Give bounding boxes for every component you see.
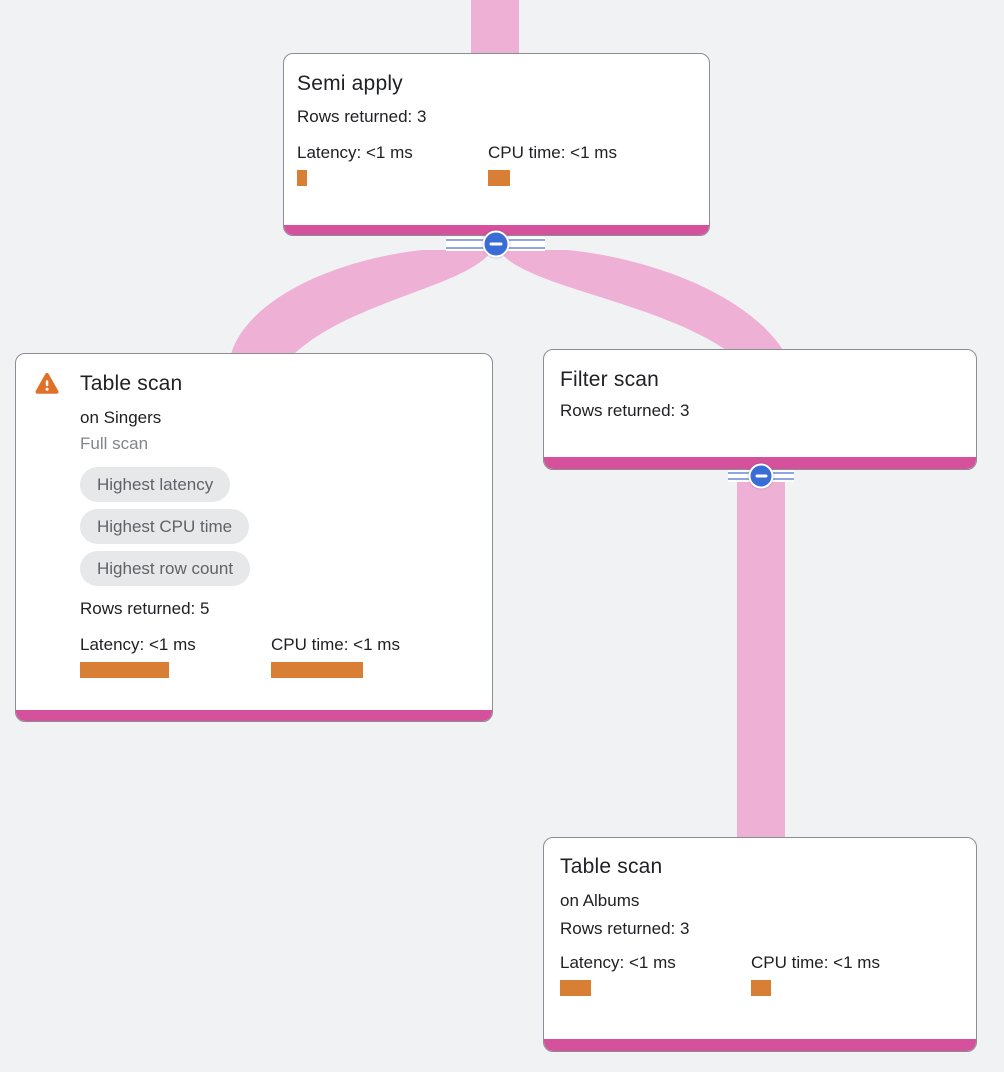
cpu-metric: CPU time: <1 ms	[751, 951, 942, 996]
latency-bar	[560, 980, 591, 996]
node-accent-bar	[544, 1039, 976, 1051]
cpu-time-bar	[488, 170, 510, 186]
edge-semi-apply-to-filter-scan	[499, 250, 783, 350]
latency-bar	[297, 170, 307, 186]
node-accent-bar	[544, 457, 976, 469]
scan-target: on Albums	[560, 891, 640, 910]
metrics-row: Latency: <1 ms CPU time: <1 ms	[297, 141, 693, 186]
node-body: on Singers Full scan Highest latency Hig…	[80, 405, 476, 678]
node-table-scan-albums[interactable]: Table scan on Albums Rows returned: 3 La…	[543, 837, 977, 1052]
scan-target: on Singers	[80, 408, 162, 427]
cpu-time-bar	[271, 662, 363, 678]
latency-metric: Latency: <1 ms	[560, 951, 751, 996]
node-accent-bar	[16, 710, 492, 721]
metrics-row: Latency: <1 ms CPU time: <1 ms	[80, 633, 476, 678]
node-title: Semi apply	[297, 72, 403, 95]
warning-icon	[35, 373, 59, 394]
rows-returned: Rows returned: 3	[560, 919, 690, 938]
node-filter-scan[interactable]: Filter scan Rows returned: 3	[543, 349, 977, 470]
badge-highest-row-count: Highest row count	[80, 551, 251, 586]
node-title: Filter scan	[560, 368, 660, 391]
metrics-row: Latency: <1 ms CPU time: <1 ms	[560, 951, 960, 996]
cpu-time-label: CPU time: <1 ms	[488, 143, 617, 162]
latency-label: Latency: <1 ms	[560, 953, 676, 972]
collapse-minus-icon[interactable]	[482, 230, 509, 258]
cpu-time-label: CPU time: <1 ms	[751, 953, 880, 972]
node-accent-bar	[284, 225, 709, 235]
cpu-time-label: CPU time: <1 ms	[271, 635, 400, 654]
cpu-metric: CPU time: <1 ms	[271, 633, 462, 678]
rows-returned: Rows returned: 3	[297, 107, 427, 126]
node-title: Table scan	[560, 855, 663, 878]
latency-label: Latency: <1 ms	[297, 143, 413, 162]
edge-semi-apply-to-table-scan-singers	[231, 250, 492, 354]
node-semi-apply[interactable]: Semi apply Rows returned: 3 Latency: <1 …	[283, 53, 710, 236]
node-table-scan-singers[interactable]: Table scan on Singers Full scan Highest …	[15, 353, 493, 722]
collapse-minus-icon[interactable]	[748, 463, 774, 489]
latency-label: Latency: <1 ms	[80, 635, 196, 654]
rows-returned: Rows returned: 3	[560, 401, 690, 420]
edge-root-to-semi-apply	[471, 0, 519, 55]
edge-filter-scan-to-table-scan-albums	[737, 478, 785, 838]
scan-type: Full scan	[80, 434, 149, 453]
badge-highest-latency: Highest latency	[80, 467, 231, 502]
badge-highest-cpu-time: Highest CPU time	[80, 509, 250, 544]
cpu-time-bar	[751, 980, 771, 996]
rows-returned: Rows returned: 5	[80, 599, 210, 618]
latency-metric: Latency: <1 ms	[297, 141, 488, 186]
collapse-toggle-semi-apply[interactable]	[446, 230, 545, 258]
collapse-toggle-filter-scan[interactable]	[728, 463, 794, 489]
node-title: Table scan	[80, 372, 183, 395]
node-header: Table scan	[16, 369, 476, 399]
latency-metric: Latency: <1 ms	[80, 633, 271, 678]
latency-bar	[80, 662, 169, 678]
badge-list: Highest latency Highest CPU time Highest…	[80, 467, 476, 586]
cpu-metric: CPU time: <1 ms	[488, 141, 679, 186]
